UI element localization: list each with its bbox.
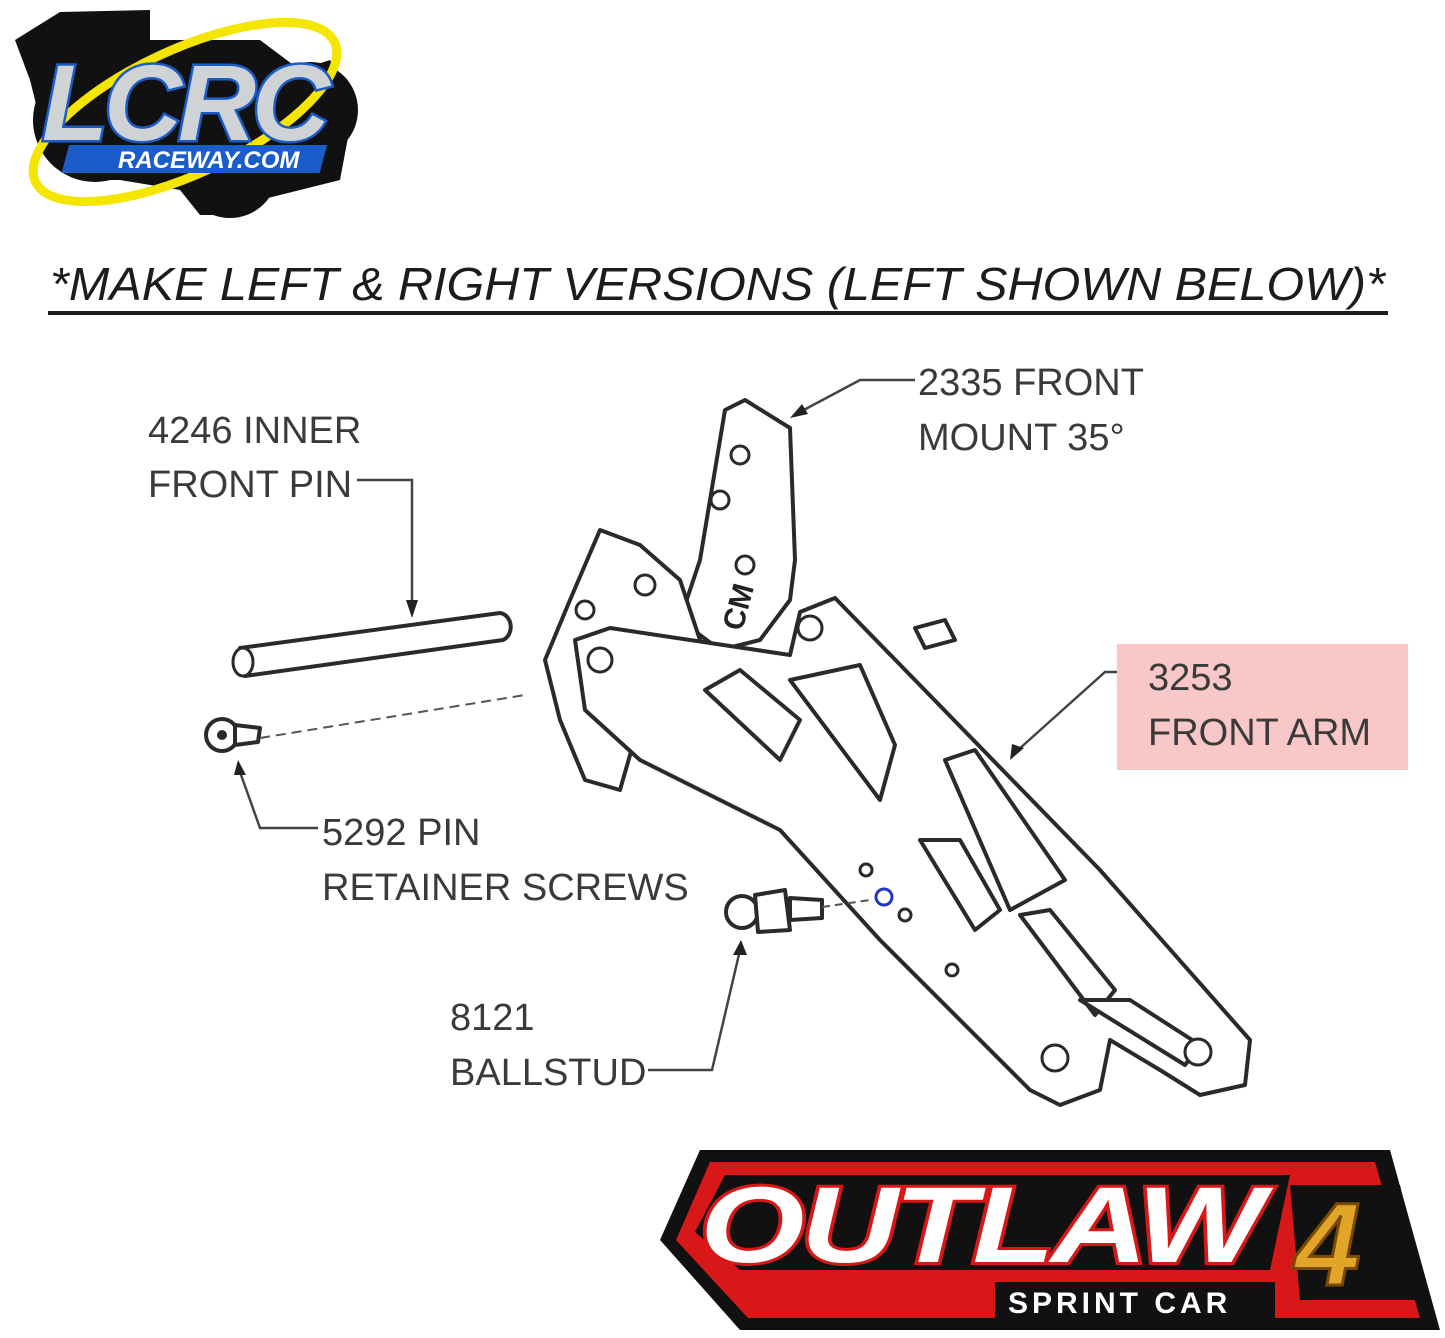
callout-front-arm-line2: FRONT ARM — [1148, 712, 1371, 754]
page-title: *MAKE LEFT & RIGHT VERSIONS (LEFT SHOWN … — [50, 258, 1387, 310]
callout-pin-screws-line1: 5292 PIN — [322, 812, 480, 854]
outlaw-logo-number: 4 — [1293, 1179, 1361, 1311]
front-arm-highlight — [1117, 644, 1408, 770]
inner-front-pin — [231, 611, 513, 678]
callout-front-mount-line1: 2335 FRONT — [918, 362, 1144, 404]
outlaw-logo-text: OUTLAW — [700, 1164, 1274, 1285]
callout-pin-screws-line2: RETAINER SCREWS — [322, 867, 689, 909]
front-arm — [573, 596, 1252, 1107]
lcrc-logo-subtext: RACEWAY.COM — [118, 147, 300, 174]
callout-ballstud-line1: 8121 — [450, 997, 535, 1039]
lcrc-logo: LCRC RACEWAY.COM — [15, 10, 358, 218]
ballstud-part — [724, 888, 871, 934]
callout-inner-pin-line2: FRONT PIN — [148, 464, 352, 506]
ballstud-hole-marker — [874, 887, 894, 907]
callout-front-arm-line1: 3253 — [1148, 657, 1233, 699]
callout-ballstud-line2: BALLSTUD — [450, 1052, 646, 1094]
callout-inner-pin-line1: 4246 INNER — [148, 410, 361, 452]
lcrc-logo-text: LCRC — [42, 42, 332, 163]
callout-front-mount-line2: MOUNT 35° — [918, 417, 1125, 459]
screw-top-right — [913, 618, 957, 650]
outlaw-logo-subtext: SPRINT CAR — [1008, 1287, 1231, 1320]
pin-retainer-screw — [204, 694, 526, 753]
outlaw4-logo: OUTLAW 4 SPRINT CAR — [660, 1150, 1440, 1330]
